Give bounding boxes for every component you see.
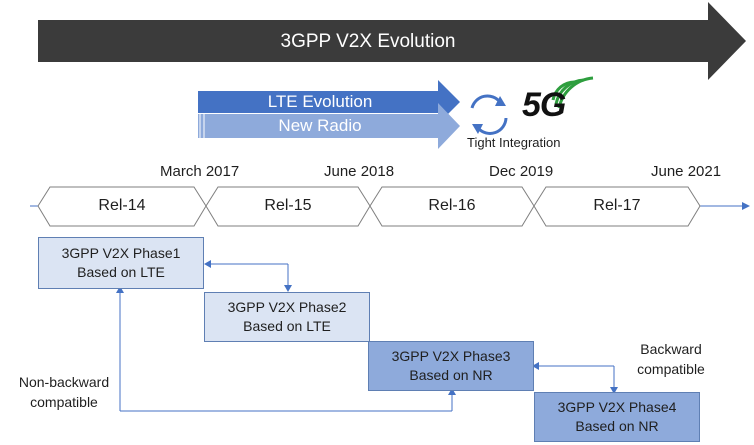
date-march-2017: March 2017 [160,163,240,180]
backward-line2: compatible [637,361,705,377]
rel-14-label: Rel-14 [98,197,146,214]
phase1-title: 3GPP V2X Phase1 [61,245,181,261]
backward-line1: Backward [640,341,702,357]
phase3-title: 3GPP V2X Phase3 [391,348,511,364]
phase4-title: 3GPP V2X Phase4 [557,399,677,415]
5g-signal-icon [551,76,594,109]
phase1-box: 3GPP V2X Phase1 Based on LTE [38,237,204,289]
date-june-2018: June 2018 [324,163,395,180]
phase3-basis: Based on NR [409,367,493,383]
rel-17-label: Rel-17 [593,197,641,214]
non-backward-line2: compatible [30,394,98,410]
rel-16-label: Rel-16 [428,197,476,214]
phase2-title: 3GPP V2X Phase2 [227,299,347,315]
non-backward-compatible-note: Non-backward compatible [8,372,120,412]
phase2-box: 3GPP V2X Phase2 Based on LTE [204,292,370,342]
phase3-box: 3GPP V2X Phase3 Based on NR [368,341,534,391]
phase4-box: 3GPP V2X Phase4 Based on NR [534,392,700,442]
rel-15-label: Rel-15 [264,197,312,214]
phase2-basis: Based on LTE [243,318,331,334]
tight-integration-caption: Tight Integration [467,135,561,150]
backward-compatible-note: Backward compatible [626,339,716,379]
new-radio-label: New Radio [278,116,362,135]
5g-logo-text: 5G [522,86,566,124]
lte-evolution-label: LTE Evolution [267,92,373,111]
rel-17-segment [533,186,701,227]
date-june-2021: June 2021 [651,163,722,180]
date-dec-2019: Dec 2019 [489,163,554,180]
evolution-banner-title: 3GPP V2X Evolution [280,31,456,52]
phase4-basis: Based on NR [575,418,659,434]
phase1-basis: Based on LTE [77,264,165,280]
non-backward-line1: Non-backward [18,374,110,390]
evolution-banner-arrow [38,2,746,80]
tight-integration-icon [470,94,508,135]
lte-evolution-arrow [198,80,460,124]
new-radio-arrow [198,103,460,149]
